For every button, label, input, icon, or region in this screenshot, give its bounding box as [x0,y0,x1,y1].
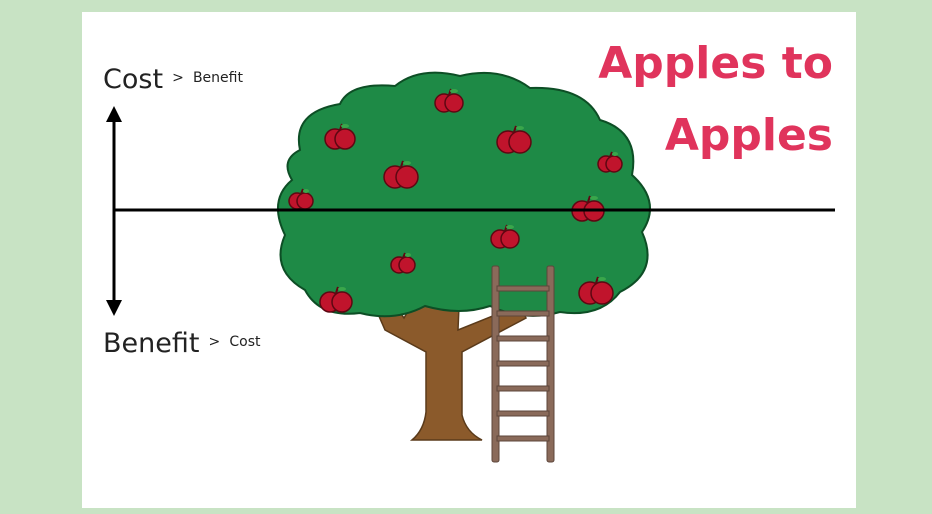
top-label-main: Cost [103,64,163,95]
apple-tree-icon [276,71,651,441]
apple-icon [383,160,419,189]
apple-icon [490,224,520,249]
bottom-label-main: Benefit [103,328,199,359]
apple-icon [319,286,353,313]
top-axis-label: Cost > Benefit [103,64,243,95]
bottom-axis-label: Benefit > Cost [103,328,261,359]
top-label-secondary: Benefit [193,70,244,86]
apple-icon [324,123,356,150]
bottom-label-comparator: > [209,334,221,350]
title-line-2: Apples [665,110,833,161]
tree-foliage [276,71,651,318]
ladder-rung [496,310,550,317]
apple-icon [390,252,416,274]
ladder-icon [491,265,555,463]
ladder-rung [496,285,550,292]
title-line-1: Apples to [598,38,833,89]
ladder-rung [496,435,550,442]
arrow-up-icon [106,106,122,122]
apple-icon [496,125,532,154]
apples [288,88,623,313]
bottom-label-secondary: Cost [229,334,261,350]
apple-icon [578,276,614,305]
ladder-rung [496,385,550,392]
top-label-comparator: > [172,70,184,86]
apple-icon [597,151,623,173]
ladder-rung [496,335,550,342]
vertical-double-arrow [106,106,122,316]
ladder-rung [496,360,550,367]
tree-trunk [370,281,527,441]
apple-icon [434,88,464,113]
apple-icon [288,188,314,210]
arrow-down-icon [106,300,122,316]
ladder-rung [496,410,550,417]
